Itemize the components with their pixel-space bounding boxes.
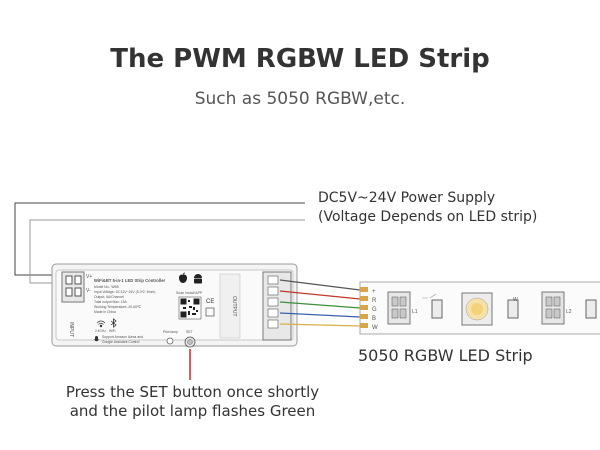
- support-line-1: Support Amazon Alexa and: [102, 335, 143, 339]
- set-label: SET: [186, 330, 193, 334]
- page-title: The PWM RGBW LED Strip: [110, 44, 490, 74]
- set-button-icon[interactable]: [184, 336, 196, 348]
- wire-red: [279, 290, 361, 300]
- controller-heading: WiFi&BT 5-in-1 LED Strip Controller: [94, 278, 166, 283]
- led-chip: [461, 292, 493, 326]
- instruction-line-1: Press the SET button once shortly: [65, 383, 320, 401]
- wire-green: [279, 301, 361, 309]
- controller-made-in: Made in China: [94, 310, 116, 314]
- instruction-line-2: and the pilot lamp flashes Green: [69, 402, 316, 420]
- wifi-label: WiFi: [109, 329, 116, 333]
- controller-input-voltage: Input Voltage: DC12V~24V (5-3*2. 5mm): [94, 290, 155, 294]
- pin-b: B: [372, 316, 376, 322]
- output-terminal-screws: [267, 275, 279, 329]
- controller-working-temp: Working Temperature:-20-60℃: [94, 305, 141, 309]
- ce-mark-icon: CE: [206, 299, 214, 305]
- controller-model: Model No.: WB5: [94, 285, 119, 289]
- strip-pins: + R G B W: [360, 287, 378, 331]
- strip-mark-l2: L2: [566, 309, 572, 315]
- support-line-2: Google Assistant Control: [102, 340, 140, 344]
- pin-g: G: [372, 307, 377, 313]
- power-wire-positive: [14, 202, 305, 276]
- terminal-v-minus-label: V-: [86, 288, 91, 294]
- strip-wires: [279, 279, 361, 327]
- android-icon: [194, 274, 202, 284]
- controller-device: V+ V- INPUT WiFi&BT 5-in-1 LED Strip Con…: [51, 263, 298, 348]
- wifi-icon: [96, 320, 106, 328]
- pilot-lamp-label: Pilot lamp: [163, 330, 178, 334]
- pin-plus: +: [372, 289, 376, 295]
- wifi-band-label: 2.4GHz: [95, 329, 106, 333]
- wire-blue: [279, 312, 361, 318]
- led-chip: [387, 291, 411, 325]
- power-supply-wires: [14, 202, 305, 284]
- pilot-lamp: [166, 337, 174, 345]
- controller-output: Output: 6A/Channel: [94, 295, 124, 299]
- resistor: [585, 299, 597, 319]
- terminal-v-plus-label: V+: [86, 274, 92, 280]
- led-strip: + R G B W L1 W: [359, 281, 600, 335]
- wire-white: [279, 323, 361, 327]
- controller-total-output: Total output Max: 15A: [94, 300, 128, 304]
- strip-mark-l1: L1: [412, 309, 418, 315]
- pin-r: R: [372, 298, 377, 304]
- power-wire-negative: [29, 219, 305, 284]
- strip-label: 5050 RGBW LED Strip: [358, 346, 533, 365]
- power-supply-label: DC5V~24V Power Supply: [318, 190, 496, 206]
- resistor: [507, 299, 519, 319]
- output-label: OUTPUT: [231, 296, 237, 317]
- input-label: INPUT: [68, 322, 74, 337]
- led-chip: [541, 291, 565, 325]
- bluetooth-icon: [110, 318, 117, 328]
- page-subtitle: Such as 5050 RGBW,etc.: [194, 89, 406, 109]
- pin-w: W: [372, 325, 378, 331]
- wire-positive: [279, 279, 361, 291]
- apple-icon: [179, 272, 187, 283]
- strip-mark-w: W: [513, 297, 518, 303]
- power-supply-note: (Voltage Depends on LED strip): [318, 209, 538, 225]
- resistor: [431, 299, 443, 319]
- qr-code-icon: [178, 296, 202, 320]
- scan-install-text: Scan install APP: [176, 291, 203, 295]
- microphone-icon: [93, 336, 100, 342]
